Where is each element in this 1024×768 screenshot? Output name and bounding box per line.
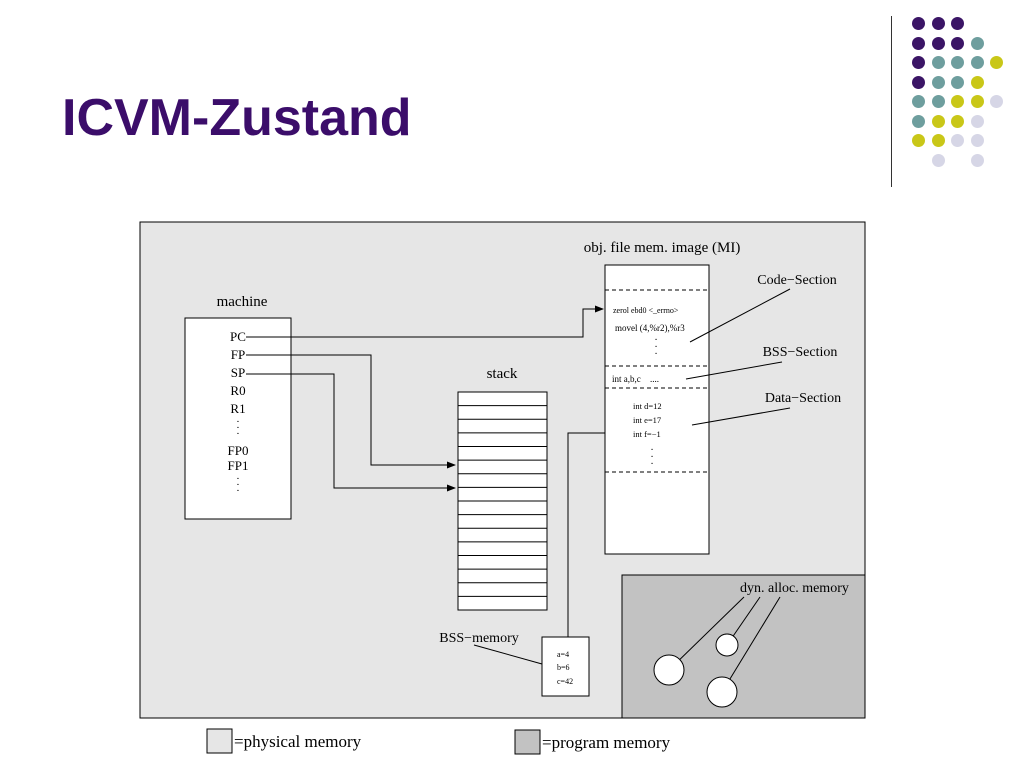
bss-memory-leader	[473, 644, 543, 665]
decorative-dot	[912, 114, 925, 128]
decorative-dot	[970, 95, 984, 108]
fp-to-stack-arrow	[246, 354, 456, 469]
decorative-dot	[951, 114, 964, 128]
decorative-dot	[990, 56, 1003, 69]
bss-section-leader	[685, 361, 783, 380]
decorative-dot	[912, 17, 925, 30]
mi-box	[604, 264, 710, 555]
dyn-block-circle	[715, 633, 739, 657]
decorative-dot	[931, 17, 945, 30]
bss-memory-value: c=42	[557, 677, 573, 686]
register-ellipsis: ·	[236, 428, 240, 440]
decorative-dot	[951, 134, 964, 147]
mi-ellipsis: ·	[654, 335, 657, 346]
bss-memory-box	[541, 636, 590, 697]
mi-ellipsis: ·	[654, 342, 657, 353]
mi-data-line: int d=12	[633, 401, 662, 411]
mi-ellipsis: ·	[650, 459, 653, 470]
decorative-dot	[912, 134, 925, 147]
decorative-dot	[912, 36, 925, 50]
sp-to-stack-arrow	[246, 373, 456, 492]
pc-to-code-arrow	[246, 305, 604, 338]
mi-code-line: zerol ebd0 <_errno>	[613, 306, 679, 315]
legend-physical-label: =physical memory	[234, 732, 362, 751]
register-ellipsis: ·	[236, 422, 240, 434]
register-fp0: FP0	[228, 443, 249, 458]
divider-line	[891, 16, 892, 187]
register-ellipsis: ·	[236, 473, 240, 485]
decorative-dot	[912, 56, 925, 69]
mi-code-line: movel (4,%r2),%r3	[615, 323, 685, 333]
decorative-dot	[970, 36, 984, 50]
register-ellipsis: ·	[236, 485, 240, 497]
legend-program-label: =program memory	[542, 733, 671, 752]
mi-ellipsis: ·	[654, 349, 657, 360]
legend-program-swatch	[514, 729, 541, 755]
mi-ellipsis: ·	[650, 452, 653, 463]
decorative-dot	[970, 153, 984, 167]
decorative-dot	[970, 114, 984, 128]
register-sp: SP	[231, 365, 245, 380]
dyn-memory-label: dyn. alloc. memory	[740, 581, 849, 596]
mi-label: obj. file mem. image (MI)	[584, 240, 741, 256]
decorative-dot	[951, 56, 964, 69]
decorative-dot	[951, 17, 964, 30]
decorative-dot	[931, 36, 945, 50]
stack-label: stack	[487, 366, 518, 382]
mi-data-line: int f=−1	[633, 429, 661, 439]
bss-memory-value: b=6	[557, 663, 570, 672]
dynamic-memory-area	[621, 574, 866, 719]
code-section-leader	[689, 288, 791, 343]
dyn-pointer-line	[721, 596, 781, 693]
decorative-dot	[912, 75, 925, 89]
machine-label: machine	[217, 294, 268, 310]
legend-physical-swatch	[206, 728, 233, 754]
bss-section-label: BSS−Section	[763, 345, 838, 360]
mi-bss-ellipsis: ....	[650, 374, 659, 384]
decorative-dot	[970, 134, 984, 147]
data-section-label: Data−Section	[765, 391, 841, 406]
dyn-pointer-line	[668, 596, 745, 671]
bss-memory-value: a=4	[557, 650, 569, 659]
data-section-leader	[691, 407, 791, 426]
dyn-block-circle	[706, 676, 738, 708]
register-r1: R1	[230, 401, 245, 416]
register-fp1: FP1	[228, 458, 249, 473]
dyn-block-circle	[653, 654, 685, 686]
decorative-dot	[970, 75, 984, 89]
register-fp: FP	[231, 347, 245, 362]
machine-box	[184, 317, 292, 520]
mi-ellipsis: ·	[650, 445, 653, 456]
data-to-bss-memory-line	[567, 432, 605, 637]
decorative-dot	[931, 95, 945, 108]
register-r0: R0	[230, 383, 245, 398]
bss-memory-label: BSS−memory	[439, 631, 518, 646]
decorative-dot	[951, 75, 964, 89]
register-ellipsis: ·	[236, 416, 240, 428]
stack-cells	[458, 405, 547, 597]
decorative-dot	[951, 36, 964, 50]
decorative-dot	[931, 75, 945, 89]
decorative-dot	[951, 95, 964, 108]
decorative-dot	[912, 95, 925, 108]
decorative-dot	[931, 153, 945, 167]
code-section-label: Code−Section	[757, 273, 836, 288]
decorative-dot	[931, 134, 945, 147]
decorative-dot	[970, 56, 984, 69]
decorative-dot	[931, 56, 945, 69]
decorative-dot	[990, 95, 1003, 108]
mi-data-line: int e=17	[633, 415, 661, 425]
mi-bss-line: int a,b,c	[612, 374, 641, 384]
register-ellipsis: ·	[236, 479, 240, 491]
decorative-dot	[931, 114, 945, 128]
register-pc: PC	[230, 329, 246, 344]
slide-title: ICVM-Zustand	[62, 89, 412, 147]
